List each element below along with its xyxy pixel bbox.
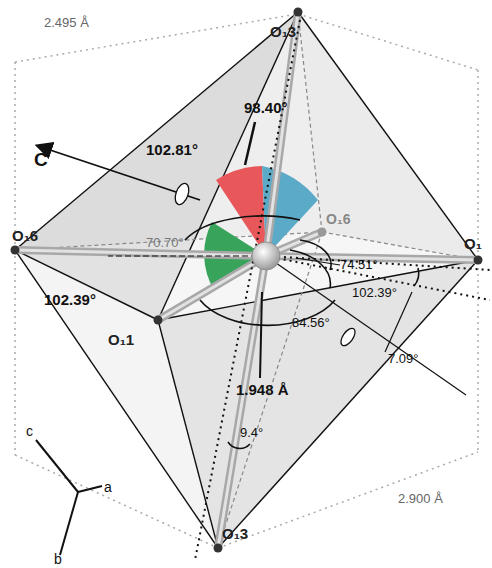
axis-letter: a [104, 480, 112, 494]
axis-letter: b [54, 552, 62, 566]
axis-ring [338, 326, 358, 348]
atom-label: O₁6 [12, 228, 38, 243]
octahedron-faces [15, 12, 478, 548]
axis-letter: c [26, 424, 33, 438]
angle-label: 9.4° [240, 426, 263, 439]
metal-atom [252, 242, 280, 270]
atom-label: O₁6 [326, 212, 350, 226]
atom-label: O₁1 [108, 332, 134, 347]
angle-label: 102.81° [146, 142, 198, 157]
bond-length-label: 1.948 Å [236, 382, 289, 397]
leader-lines [108, 122, 466, 395]
angle-label: 70.70° [146, 236, 184, 249]
angle-label: 98.40° [244, 100, 288, 115]
octahedron-edges [15, 12, 478, 548]
dimension-label: 2.495 Å [44, 16, 89, 29]
dimension-label: 2.900 Å [398, 492, 443, 505]
angle-label: 84.56° [292, 316, 330, 329]
axis-label: C [34, 150, 48, 169]
angle-arcs [185, 216, 419, 448]
angle-label: 102.39° [44, 292, 96, 307]
oxygen-atoms [11, 8, 483, 553]
bonds [15, 12, 478, 548]
angle-label: 74.51° [340, 258, 378, 271]
axis-lines [195, 20, 490, 560]
atom-label: O₁ [464, 236, 482, 251]
angle-label: 7.09° [388, 352, 419, 365]
hidden-edges [15, 12, 478, 548]
atom-label: O₁3 [270, 24, 296, 39]
crystal-axes [36, 440, 102, 555]
angle-label: 102.39° [352, 286, 397, 299]
axis-ring [173, 182, 192, 207]
atom-label: O₁3 [222, 526, 248, 541]
